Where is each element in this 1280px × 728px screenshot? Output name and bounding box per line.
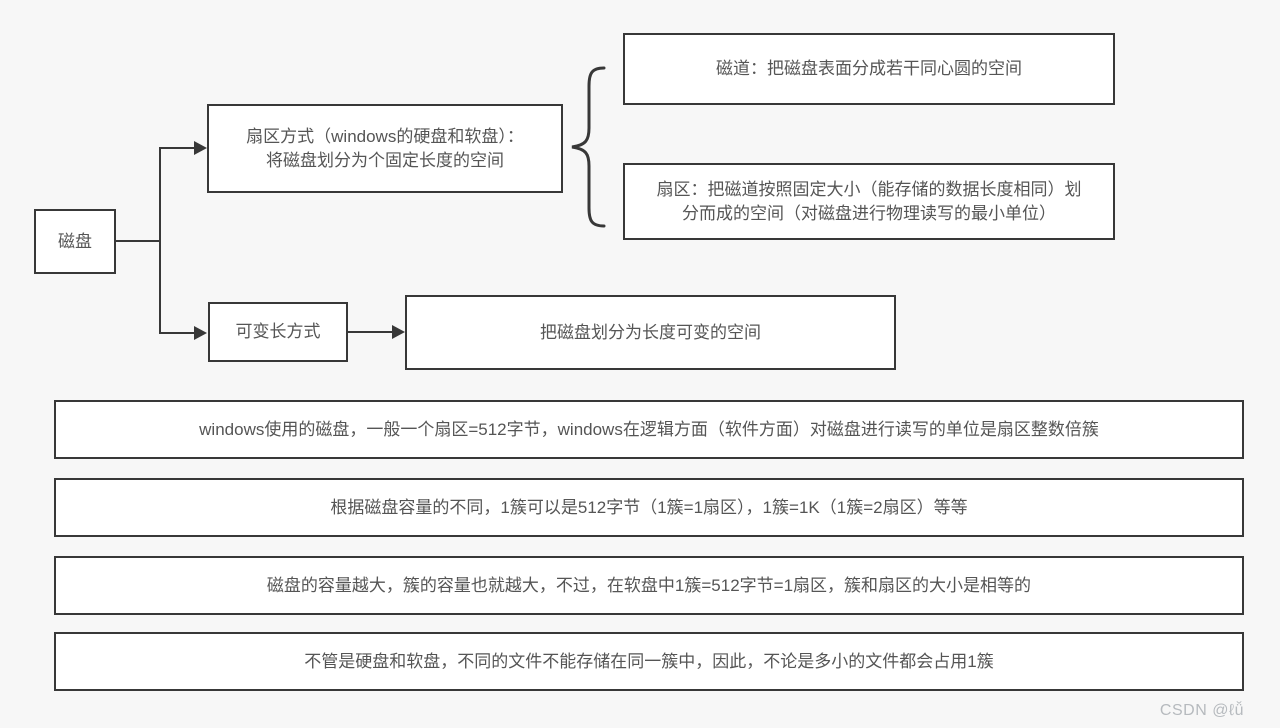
- node-sector-method: 扇区方式（windows的硬盘和软盘）： 将磁盘划分为个固定长度的空间: [207, 104, 563, 193]
- note-box-1: windows使用的磁盘，一般一个扇区=512字节，windows在逻辑方面（软…: [54, 400, 1244, 459]
- connector-variable: [348, 331, 393, 333]
- note-box-3: 磁盘的容量越大，簇的容量也就越大，不过，在软盘中1簇=512字节=1扇区，簇和扇…: [54, 556, 1244, 615]
- curly-brace-icon: [571, 66, 606, 228]
- node-sector-method-line2: 将磁盘划分为个固定长度的空间: [266, 150, 504, 170]
- note-box-2: 根据磁盘容量的不同，1簇可以是512字节（1簇=1扇区），1簇=1K（1簇=2扇…: [54, 478, 1244, 537]
- connector-disk-horizontal: [116, 240, 160, 242]
- arrowhead-bottom-icon: [194, 326, 207, 340]
- csdn-watermark: CSDN @ℓǚ: [1159, 702, 1244, 719]
- connector-top-branch: [159, 147, 196, 149]
- node-track-label: 磁道：把磁盘表面分成若干同心圆的空间: [716, 59, 1022, 78]
- arrowhead-top-icon: [194, 141, 207, 155]
- node-variable-method-label: 可变长方式: [235, 322, 321, 341]
- node-sector-method-line1: 扇区方式（windows的硬盘和软盘）：: [246, 126, 524, 146]
- connector-bottom-branch: [159, 332, 196, 334]
- node-disk-label: 磁盘: [58, 231, 92, 251]
- node-disk: 磁盘: [34, 209, 116, 274]
- node-track: 磁道：把磁盘表面分成若干同心圆的空间: [623, 33, 1115, 105]
- note-1-text: windows使用的磁盘，一般一个扇区=512字节，windows在逻辑方面（软…: [199, 419, 1099, 439]
- node-variable-desc: 把磁盘划分为长度可变的空间: [405, 295, 896, 370]
- note-3-text: 磁盘的容量越大，簇的容量也就越大，不过，在软盘中1簇=512字节=1扇区，簇和扇…: [266, 575, 1032, 595]
- node-variable-desc-label: 把磁盘划分为长度可变的空间: [540, 322, 761, 342]
- note-box-4: 不管是硬盘和软盘，不同的文件不能存储在同一簇中，因此，不论是多小的文件都会占用1…: [54, 632, 1244, 691]
- node-variable-method: 可变长方式: [208, 302, 348, 362]
- node-sector-line2: 分而成的空间（对磁盘进行物理读写的最小单位）: [682, 203, 1056, 223]
- note-2-text: 根据磁盘容量的不同，1簇可以是512字节（1簇=1扇区），1簇=1K（1簇=2扇…: [330, 497, 968, 517]
- connector-branch-vertical: [159, 147, 161, 334]
- note-4-text: 不管是硬盘和软盘，不同的文件不能存储在同一簇中，因此，不论是多小的文件都会占用1…: [304, 651, 994, 671]
- node-sector: 扇区：把磁道按照固定大小（能存储的数据长度相同）划 分而成的空间（对磁盘进行物理…: [623, 163, 1115, 240]
- node-sector-line1: 扇区：把磁道按照固定大小（能存储的数据长度相同）划: [656, 179, 1082, 199]
- arrowhead-variable-icon: [392, 325, 405, 339]
